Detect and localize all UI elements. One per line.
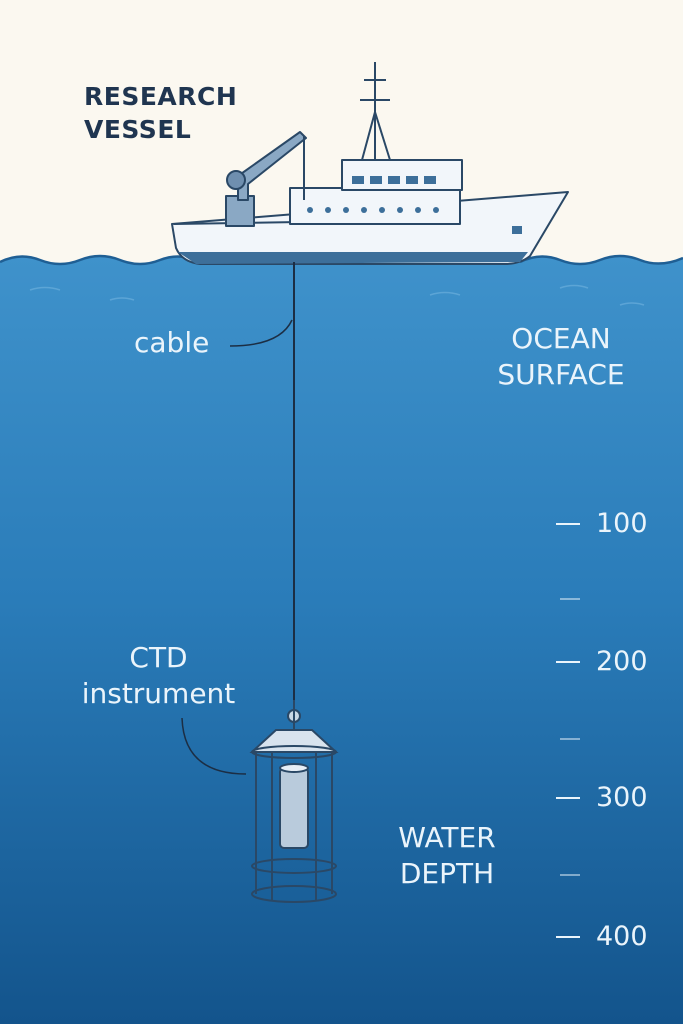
ship-crane (225, 131, 307, 227)
depth-tick: 100 (556, 507, 666, 541)
tick-mark (556, 661, 580, 663)
ship-windows (307, 176, 522, 234)
tick-mark (556, 523, 580, 525)
depth-tick: 300 (556, 781, 666, 815)
tick-mark (556, 936, 580, 938)
minor-tick (560, 874, 580, 876)
ctd-instrument (249, 700, 339, 903)
vessel-label: RESEARCH VESSEL (84, 80, 254, 146)
ctd-instrument-label: CTD instrument (66, 640, 251, 712)
cable-leader (229, 319, 293, 347)
research-vessel (171, 62, 569, 265)
ship-waterline (178, 252, 528, 264)
vessel-label-line1: RESEARCH (84, 82, 238, 111)
tick-label: 200 (596, 646, 648, 677)
tick-label: 300 (596, 782, 648, 813)
ship-hull (171, 191, 569, 265)
minor-tick (560, 738, 580, 740)
ocean-label-line1: OCEAN (511, 322, 611, 355)
wave-strokes (29, 284, 645, 306)
ocean (0, 256, 683, 1024)
depth-label-line2: DEPTH (399, 857, 495, 890)
ocean-surface-line (0, 254, 683, 266)
ctd-leader (181, 717, 247, 775)
ocean-surface-label: OCEAN SURFACE (486, 321, 636, 393)
depth-label-line1: WATER (398, 821, 496, 854)
ctd-label-line1: CTD (129, 641, 188, 674)
ship-bridge (341, 159, 463, 191)
depth-tick: 200 (556, 645, 666, 679)
tick-mark (556, 797, 580, 799)
ship-mast (360, 62, 391, 161)
vessel-label-line2: VESSEL (84, 115, 192, 144)
water-depth-label: WATER DEPTH (392, 820, 502, 892)
ocean-label-line2: SURFACE (497, 358, 625, 391)
depth-tick: 400 (556, 920, 666, 954)
ship-cabin-lower (289, 187, 461, 225)
tick-label: 100 (596, 508, 648, 539)
tick-label: 400 (596, 921, 648, 952)
minor-tick (560, 598, 580, 600)
ctd-label-line2: instrument (81, 677, 236, 710)
cable-label: cable (134, 326, 210, 359)
